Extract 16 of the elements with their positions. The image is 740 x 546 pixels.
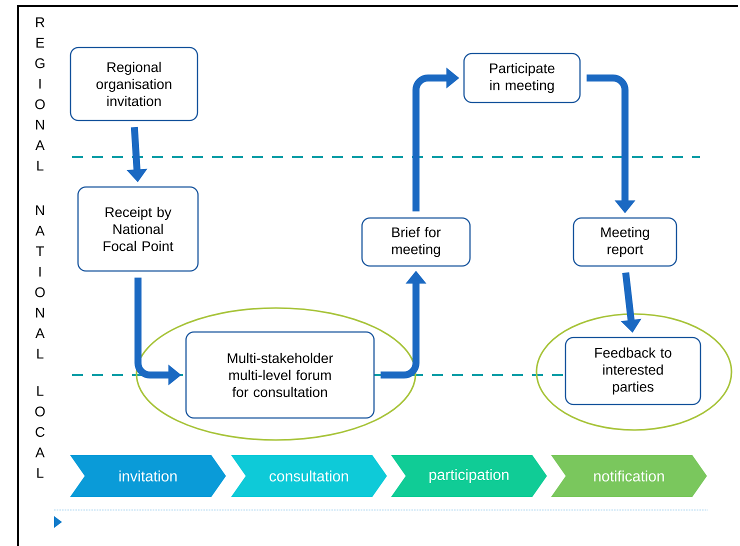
level-label: NATIONAL [35, 205, 45, 359]
phase-banner: participation [391, 455, 547, 497]
process-box: Feedback to interested parties [564, 336, 702, 406]
process-box: Brief for meeting [361, 217, 471, 267]
phase-banner: invitation [70, 455, 226, 497]
process-box: Receipt by National Focal Point [77, 186, 199, 272]
process-box: Multi-stakeholder multi-level forum for consultation [185, 331, 375, 419]
phase-banner: consultation [231, 455, 387, 497]
process-box: Regional organisation invitation [70, 46, 198, 122]
process-box: Meeting report [572, 217, 678, 267]
ellipse-outline [136, 307, 416, 441]
process-box: Participate in meeting [463, 52, 581, 104]
level-label: REGIONAL [35, 17, 45, 171]
phase-banner: notification [551, 455, 707, 497]
level-label: LOCAL [35, 386, 45, 478]
ellipse-outline [536, 313, 732, 431]
